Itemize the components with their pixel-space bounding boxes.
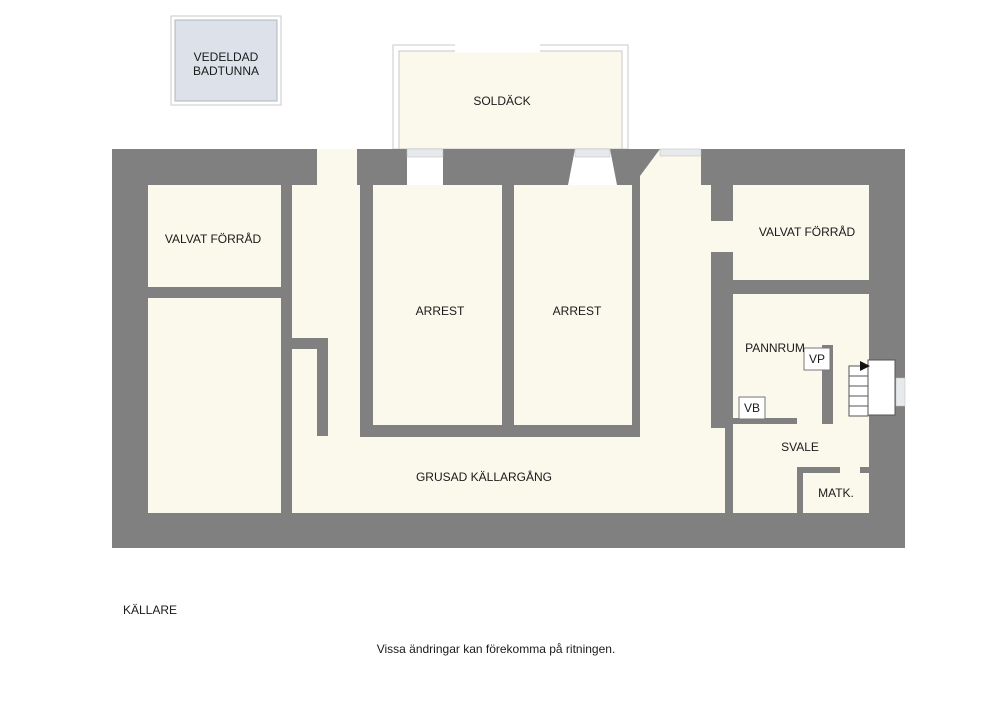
interior-walls [148,185,869,513]
right-link-corridor [713,221,733,252]
label-cell-right: ARREST [553,304,602,318]
floor-level-label: KÄLLARE [123,603,178,617]
staircase [848,359,896,417]
east-window [895,377,906,407]
room-vaulted-storage-left [148,185,281,287]
room-lower-left [148,298,281,513]
hot-tub-label-line2: BADTUNNA [193,64,259,78]
hot-tub: VEDELDAD BADTUNNA [170,15,282,106]
right-vertical-corridor [640,185,725,513]
room-vaulted-storage-right [733,185,869,280]
label-cell-left: ARREST [416,304,465,318]
room-cell-right [514,185,632,425]
label-vaulted-storage-left: VALVAT FÖRRÅD [165,231,262,246]
north-openings [406,148,702,185]
right-entry-opening [640,149,701,185]
hot-tub-label-line1: VEDELDAD [194,50,259,64]
stairs-direction-arrow-icon [860,361,870,371]
sun-deck-label: SOLDÄCK [473,94,530,108]
label-gravel-corridor: GRUSAD KÄLLARGÅNG [416,469,552,484]
label-heat-pump: VP [809,352,825,366]
sun-deck: SOLDÄCK [392,43,629,150]
water-heater-box [738,396,766,420]
label-food-cellar: MATK. [818,486,854,500]
disclaimer-text: Vissa ändringar kan förekomma på ritning… [376,642,616,656]
heat-pump-box [803,347,831,371]
label-water-heater: VB [744,401,760,415]
room-cell-left [373,185,502,425]
label-cool-hall: SVALE [781,440,819,454]
label-vaulted-storage-right: VALVAT FÖRRÅD [759,224,856,239]
label-boiler-room: PANNRUM [745,341,805,355]
left-entry-opening [317,149,357,185]
